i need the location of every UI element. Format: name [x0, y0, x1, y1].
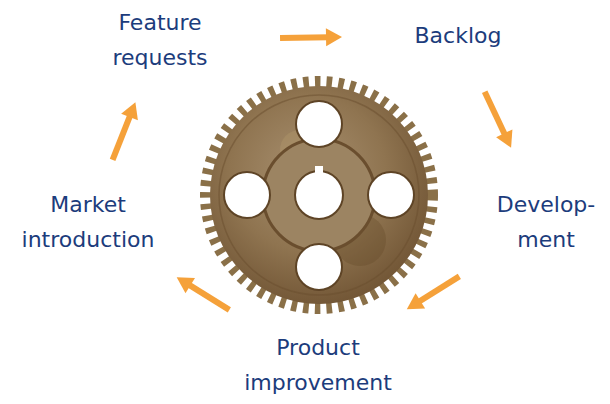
- arrow-head: [326, 28, 342, 46]
- cycle-step: Market introduction: [4, 187, 172, 257]
- gear-bore: [295, 171, 343, 219]
- arrow-head: [177, 277, 195, 293]
- gear-hole: [296, 244, 342, 290]
- cycle-step: Product improvement: [218, 330, 418, 400]
- cycle-arrow: [177, 277, 230, 310]
- gear-teeth: [206, 82, 432, 308]
- cycle-arrow: [407, 276, 460, 309]
- step-label: Market introduction: [4, 187, 172, 257]
- gear-body: [210, 86, 428, 304]
- cycle-step: Feature requests: [90, 5, 230, 75]
- step-label: Product improvement: [218, 330, 418, 400]
- gear-hole: [368, 172, 414, 218]
- cycle-arrow: [113, 102, 138, 160]
- cycle-step: Develop- ment: [486, 187, 606, 257]
- step-label: Feature requests: [90, 5, 230, 75]
- gear-hole: [296, 101, 342, 147]
- step-label: Develop- ment: [486, 187, 606, 257]
- arrow-head: [407, 293, 425, 309]
- cycle-step: Backlog: [393, 18, 523, 53]
- step-label: Backlog: [393, 18, 523, 53]
- arrow-shaft: [113, 114, 131, 160]
- gear-keyway: [315, 166, 323, 174]
- arrow-shaft: [485, 92, 506, 137]
- cycle-arrow: [280, 28, 342, 46]
- gear-hub: [263, 139, 375, 251]
- arrow-shaft: [188, 284, 230, 310]
- arrow-shaft: [280, 34, 329, 41]
- arrow-head: [121, 102, 138, 120]
- gear-hole: [224, 172, 270, 218]
- arrow-head: [496, 129, 512, 147]
- cycle-arrow: [485, 92, 513, 148]
- arrow-shaft: [418, 276, 460, 302]
